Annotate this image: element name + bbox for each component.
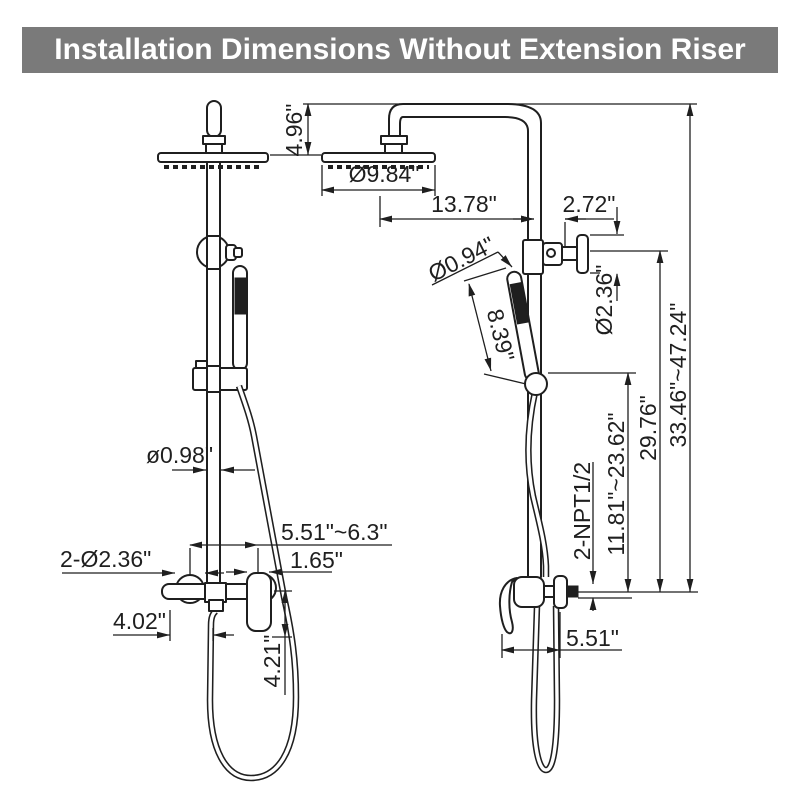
wand-pivot-ball (524, 372, 548, 396)
dim-escutcheon-diameter: 2-Ø2.36" (60, 546, 151, 572)
dim-overall-height: 33.46"~47.24" (665, 303, 691, 448)
hose-loop-side (530, 605, 561, 774)
mixer-valve-side (498, 575, 579, 635)
hand-shower-side (506, 270, 550, 577)
front-view (157, 100, 300, 782)
dim-head-diameter: Ø9.84" (349, 161, 420, 187)
shower-head-side (321, 152, 436, 169)
dimension-lines (62, 103, 698, 695)
title-banner: Installation Dimensions Without Extensio… (22, 27, 778, 73)
valve-body-side (513, 576, 545, 608)
arm-nut (380, 135, 408, 145)
dim-handle-drop: 4.21" (259, 635, 285, 688)
wall-escutcheon-side (553, 575, 568, 609)
dim-bar-diameter: ø0.98" (146, 442, 213, 468)
valve-handle-front (246, 572, 272, 632)
mixer-valve-front (161, 572, 277, 632)
hose-connector (208, 599, 224, 612)
valve-handle-side (498, 577, 518, 635)
dim-arm-reach: 13.78" (431, 191, 497, 217)
slide-bar-front (202, 100, 226, 585)
dim-head-drop: 4.96" (281, 104, 307, 157)
dim-holder-height: 29.76" (635, 395, 661, 461)
side-view (321, 103, 589, 774)
dim-valve-offset: 4.02" (113, 608, 166, 634)
lower-bracket-front (192, 360, 248, 393)
dim-holder-diameter: Ø2.36" (591, 265, 617, 336)
shower-hose-front (206, 384, 300, 782)
dim-mount-width: 1.65" (290, 547, 343, 573)
wall-bracket-side (522, 234, 589, 275)
dim-valve-width: 5.51" (566, 625, 619, 651)
dim-wand-diameter: Ø0.94" (424, 231, 499, 286)
page-title: Installation Dimensions Without Extensio… (54, 33, 746, 66)
shower-head-front (157, 152, 269, 169)
dim-mount-spacing: 5.51"~6.3" (281, 519, 388, 545)
slider-bracket-front (196, 235, 243, 270)
dimension-labels: 4.96" Ø9.84" 13.78" 2.72" Ø0.94" 8.39" Ø… (60, 104, 691, 688)
hand-shower-front (232, 265, 248, 371)
dim-inlet-thread: 2-NPT1/2 (569, 462, 595, 560)
dim-hose-connection-height: 11.81"~23.62" (603, 412, 629, 555)
dim-wall-offset: 2.72" (563, 191, 616, 217)
valve-stem (543, 585, 555, 598)
inlet-nipple (566, 585, 579, 598)
